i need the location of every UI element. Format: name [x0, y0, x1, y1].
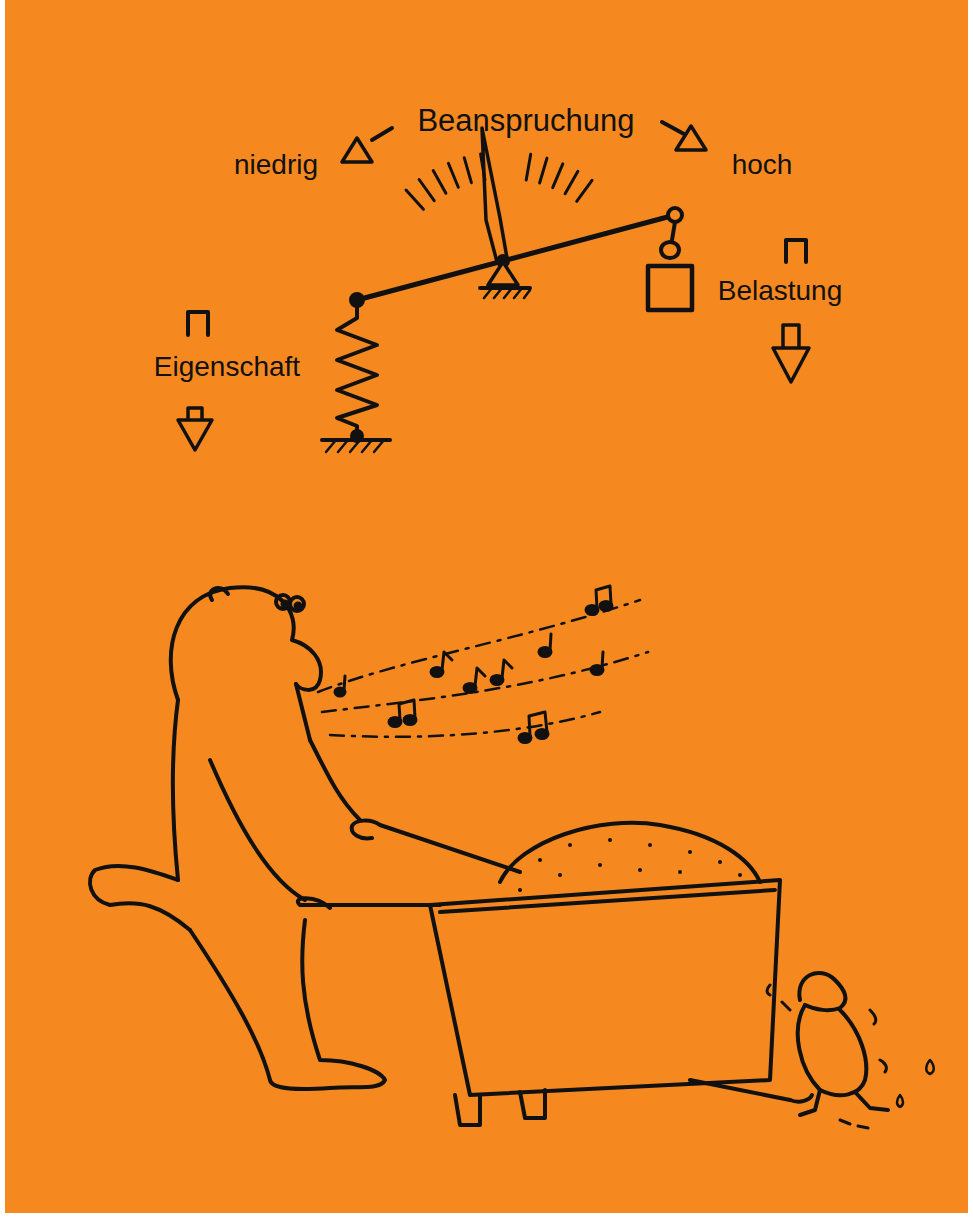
scale-tick [433, 171, 446, 194]
scale-tick [577, 180, 592, 201]
scale-tick [540, 158, 547, 183]
scale-tick [419, 180, 434, 201]
scale-tick [448, 163, 458, 187]
scale-tick [464, 158, 471, 183]
gauge-lever [178, 122, 809, 452]
scale-title: Beanspruchung [417, 104, 634, 138]
scale-ticks [406, 154, 592, 209]
scale-tick [565, 171, 578, 194]
load-label: Belastung [718, 276, 843, 307]
scale-tick [526, 154, 531, 180]
scale-low: niedrig [234, 150, 318, 181]
scale-tick [553, 164, 563, 188]
property-label: Eigenschaft [154, 352, 300, 383]
scale-tick [481, 154, 485, 180]
scale-high: hoch [732, 150, 793, 181]
scale-tick [406, 190, 423, 209]
cartoon [90, 586, 934, 1128]
